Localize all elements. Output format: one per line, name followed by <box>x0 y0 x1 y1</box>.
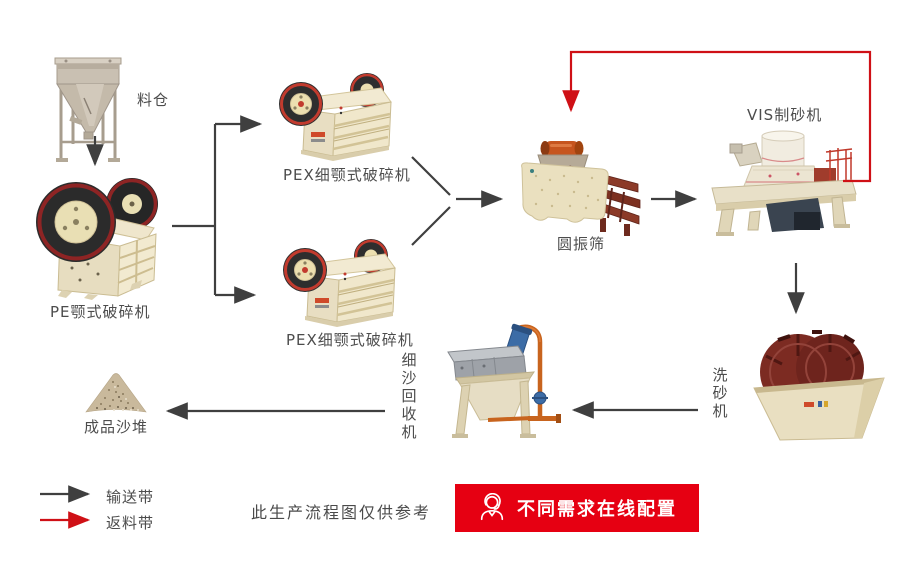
legend-conveyor-label: 输送带 <box>106 488 155 506</box>
pex-crusher-bottom-image <box>281 236 409 328</box>
pex-crusher-bottom-label: PEX细颚式破碎机 <box>286 331 414 349</box>
return-arrows <box>40 50 872 529</box>
sand-maker-icon <box>711 130 857 236</box>
fine-jaw-crusher-icon <box>279 73 392 161</box>
vis-sand-maker-label: VIS制砂机 <box>747 106 823 124</box>
vibrating-screen-label: 圆振筛 <box>557 235 606 253</box>
pex-crusher-top-image <box>277 70 405 162</box>
hopper-label: 料仓 <box>137 91 170 109</box>
sand-pile-icon <box>85 373 147 413</box>
fine-sand-recycler-icon <box>447 323 561 438</box>
legend-return-label: 返料带 <box>106 514 155 532</box>
online-config-button-label: 不同需求在线配置 <box>517 499 677 520</box>
hopper-image <box>46 48 130 168</box>
pe-crusher-label: PE颚式破碎机 <box>50 303 151 321</box>
sand-washer-label: 洗砂机 <box>710 367 729 421</box>
fine-jaw-crusher-icon <box>283 239 396 327</box>
sand-pile-label: 成品沙堆 <box>84 418 149 436</box>
customer-service-icon <box>480 493 504 521</box>
sand-washer-icon <box>753 330 885 441</box>
pe-jaw-crusher-image <box>32 176 164 300</box>
hopper-icon <box>54 57 122 162</box>
pex-crusher-top-label: PEX细颚式破碎机 <box>283 166 411 184</box>
sand-washer-image <box>742 326 894 442</box>
fine-sand-recycler-image <box>432 322 570 442</box>
vis-sand-maker-image <box>706 128 858 240</box>
jaw-crusher-icon <box>36 178 158 300</box>
reference-note: 此生产流程图仅供参考 <box>251 503 432 522</box>
fine-sand-recycler-label: 细沙回收机 <box>399 352 418 442</box>
vibrating-screen-icon <box>521 141 641 236</box>
online-config-button[interactable]: 不同需求在线配置 <box>455 484 699 532</box>
sand-pile-image <box>83 370 149 416</box>
vibrating-screen-image <box>512 138 644 238</box>
